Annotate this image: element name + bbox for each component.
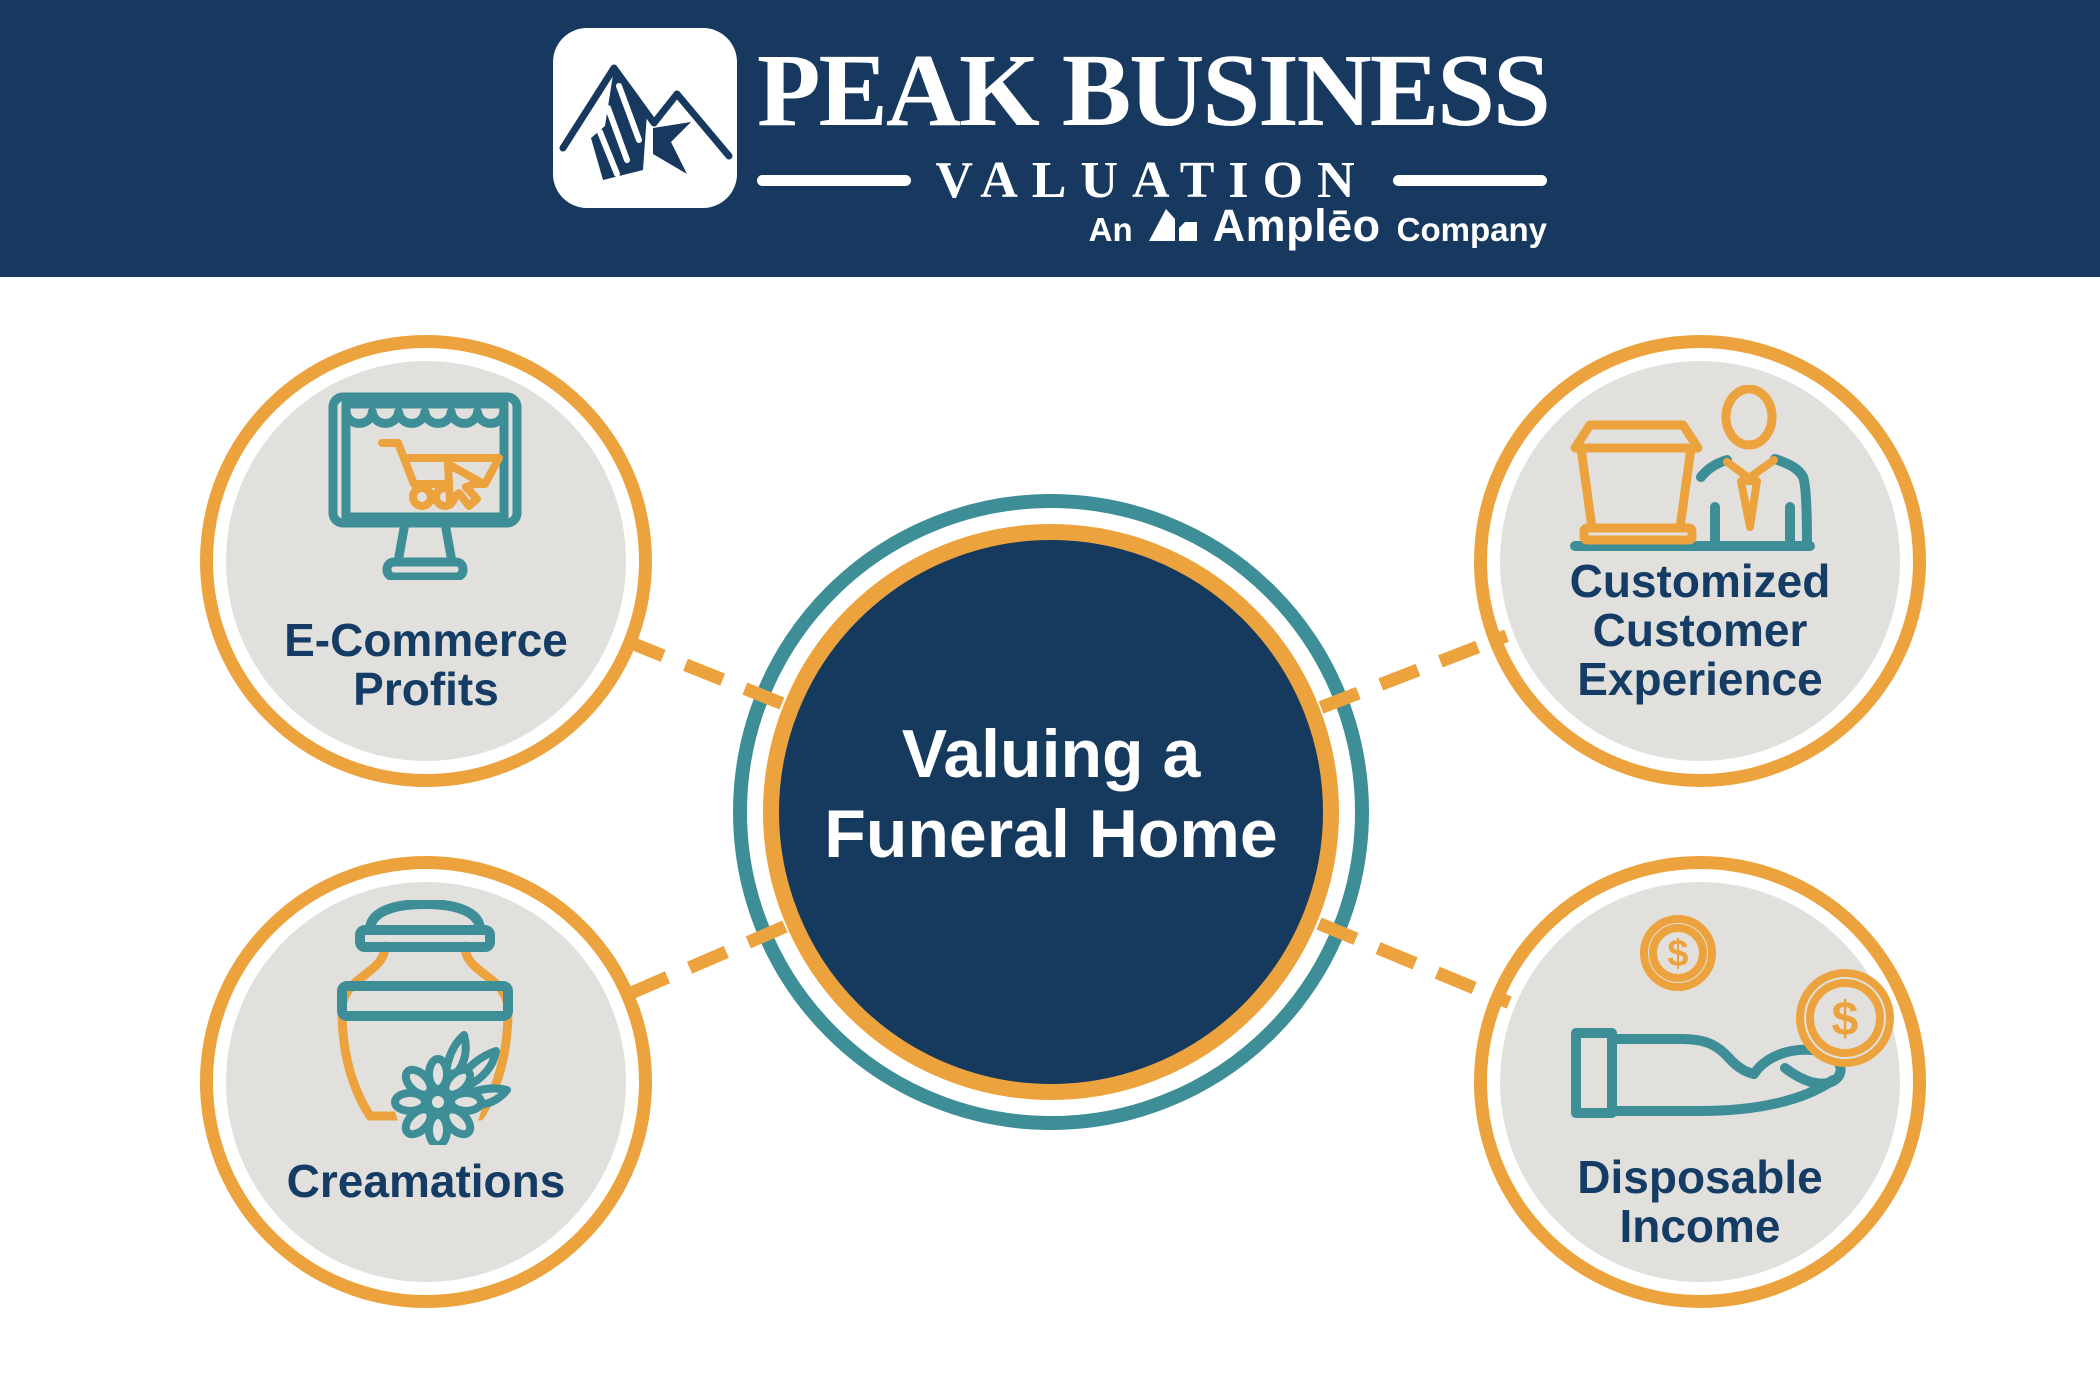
- income-label: Disposable Income: [1474, 1153, 1926, 1251]
- tagline-suffix: Company: [1396, 211, 1547, 248]
- center-title-line2: Funeral Home: [824, 796, 1278, 872]
- customer-label: Customized Customer Experience: [1474, 557, 1926, 704]
- cremation-urn-flower-icon: [337, 900, 513, 1145]
- company-tagline: An Amplēo Company: [757, 200, 1547, 252]
- ecommerce-monitor-cart-icon: [328, 392, 522, 580]
- ampleo-mark-icon: [1148, 209, 1197, 241]
- mountain-logo-icon: [559, 64, 733, 180]
- node-creamations: Creamations: [200, 856, 652, 1308]
- hand-coins-icon: $ $: [1571, 915, 1894, 1118]
- divider-line-left: [757, 174, 912, 186]
- ecommerce-label-line2: Profits: [353, 663, 499, 715]
- tagline-brand: Amplēo: [1212, 200, 1381, 251]
- node-disposable-income: $ $ Disposable Income: [1474, 856, 1926, 1308]
- casket-customer-icon: [1570, 385, 1815, 551]
- creamations-label-line1: Creamations: [286, 1155, 566, 1207]
- creamations-label: Creamations: [200, 1157, 652, 1206]
- peak-logo-box: [553, 28, 737, 208]
- customer-label-line1: Customized: [1569, 555, 1831, 607]
- svg-text:$: $: [1832, 993, 1859, 1046]
- customer-label-line3: Experience: [1577, 653, 1823, 705]
- ecommerce-label-line1: E-Commerce: [284, 614, 568, 666]
- income-label-line1: Disposable: [1577, 1151, 1823, 1203]
- brand-subtitle: VALUATION: [935, 151, 1369, 209]
- center-title-line1: Valuing a: [901, 716, 1201, 792]
- tagline-prefix: An: [1088, 211, 1133, 248]
- center-node: Valuing a Funeral Home: [733, 494, 1369, 1130]
- customer-label-line2: Customer: [1592, 604, 1808, 656]
- income-label-line2: Income: [1619, 1200, 1781, 1252]
- node-customized-customer-experience: Customized Customer Experience: [1474, 335, 1926, 787]
- brand-subtitle-row: VALUATION: [757, 152, 1548, 209]
- header-banner: PEAK BUSINESS VALUATION An Amplēo Compan…: [0, 0, 2100, 277]
- ecommerce-label: E-Commerce Profits: [200, 616, 652, 714]
- svg-text:$: $: [1667, 933, 1688, 975]
- divider-line-right: [1392, 174, 1548, 186]
- brand-name: PEAK BUSINESS: [757, 33, 1551, 148]
- node-ecommerce-profits: E-Commerce Profits: [200, 335, 652, 787]
- center-title: Valuing a Funeral Home: [733, 476, 1369, 1112]
- customer-circle-fill: [1500, 361, 1900, 761]
